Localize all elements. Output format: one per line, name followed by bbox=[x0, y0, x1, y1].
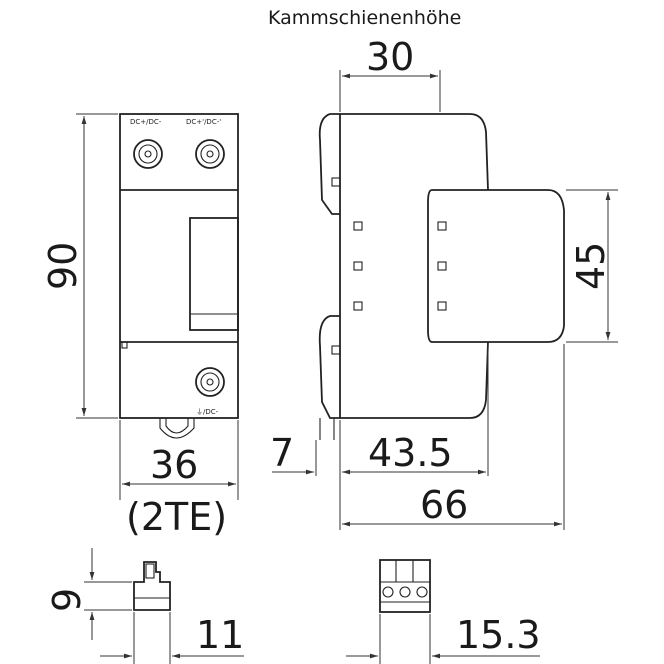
dim-offset-value: 7 bbox=[270, 431, 294, 475]
terminal-label-bottom: ⏚/DC- bbox=[196, 408, 219, 416]
dim-front-height: 90 bbox=[41, 113, 118, 419]
dim-depth-inner: 43.5 bbox=[339, 344, 489, 530]
dim-front-height-value: 90 bbox=[41, 242, 85, 290]
connector-large bbox=[379, 559, 431, 613]
front-view: DC+/DC- DC+'/DC-' ⏚/DC- bbox=[119, 113, 239, 439]
title-label: Kammschienenhöhe bbox=[268, 7, 461, 29]
dim-connector-width-large-value: 15.3 bbox=[456, 613, 541, 657]
side-view bbox=[318, 113, 565, 440]
dim-front-width: 36 (2TE) bbox=[119, 420, 239, 539]
connector-small bbox=[133, 561, 171, 611]
dim-connector-height-value: 9 bbox=[45, 588, 89, 612]
dim-top-width: 30 bbox=[339, 35, 441, 112]
dim-offset: 7 bbox=[270, 431, 317, 476]
dim-depth-total: 66 bbox=[342, 344, 565, 530]
dim-connector-width-small: 11 bbox=[100, 612, 244, 664]
plug-in-module bbox=[427, 189, 565, 343]
dim-depth-inner-value: 43.5 bbox=[368, 431, 453, 475]
dim-depth-total-value: 66 bbox=[420, 483, 468, 527]
dim-side-height: 45 bbox=[566, 189, 618, 343]
dim-connector-width-small-value: 11 bbox=[196, 613, 244, 657]
dim-top-width-value: 30 bbox=[366, 35, 414, 79]
status-window bbox=[189, 217, 239, 331]
dim-connector-height: 9 bbox=[45, 548, 132, 640]
terminal-screw-top-left-icon bbox=[133, 139, 163, 169]
terminal-label-top-right: DC+'/DC-' bbox=[186, 118, 221, 126]
dim-side-height-value: 45 bbox=[569, 242, 613, 290]
dim-connector-width-large: 15.3 bbox=[346, 613, 541, 664]
terminal-screw-top-right-icon bbox=[195, 139, 225, 169]
terminal-screw-bottom-icon bbox=[195, 367, 225, 397]
dim-front-width-modules: (2TE) bbox=[126, 495, 227, 539]
dim-front-width-value: 36 bbox=[150, 443, 198, 487]
terminal-label-top-left: DC+/DC- bbox=[130, 118, 162, 126]
